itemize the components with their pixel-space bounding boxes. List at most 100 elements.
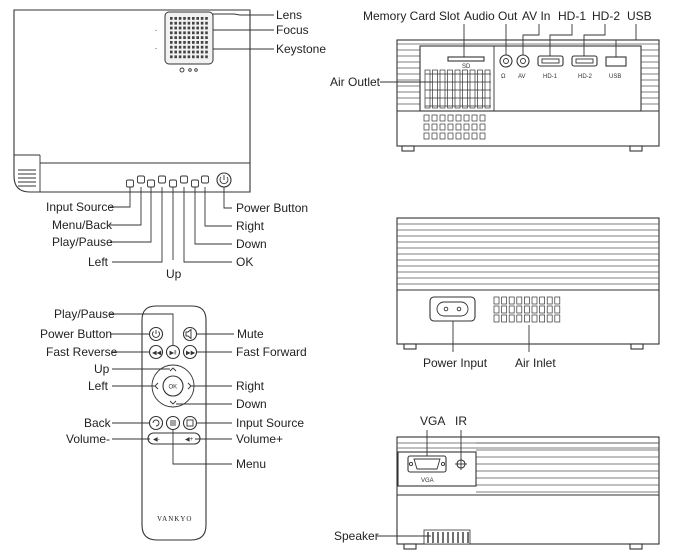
vga-port-text: VGA — [421, 478, 434, 484]
lens-grille-cell — [205, 41, 208, 44]
label-ir: IR — [455, 414, 467, 428]
label-air-outlet: Air Outlet — [330, 75, 381, 89]
remote-back-button[interactable] — [148, 415, 164, 431]
vent-slot — [455, 123, 462, 131]
keystone-marker: - — [155, 46, 157, 52]
av-port-text: AV — [518, 74, 526, 80]
remote-ok-button[interactable] — [162, 375, 184, 397]
lens-grille-cell — [205, 21, 208, 25]
vent-slot — [447, 114, 454, 122]
lens-grille-cell — [187, 31, 191, 35]
remote-volume-bar[interactable] — [147, 432, 201, 445]
audio-out-headphone-icon: Ω — [501, 74, 506, 80]
remote-mute-button[interactable] — [182, 326, 198, 342]
vent-slot — [455, 114, 462, 122]
air-outlet-grille — [424, 69, 491, 109]
lens-grille-cell — [196, 31, 199, 35]
label-menu-back: Menu/Back — [52, 218, 113, 232]
remote-input-source-button[interactable] — [182, 415, 198, 431]
lens-grille-cell — [205, 55, 208, 59]
usb-port-text: USB — [609, 74, 621, 80]
vent-slot — [439, 132, 446, 140]
lens-grille-cell — [196, 45, 199, 49]
lens-grille-cell — [196, 21, 199, 25]
lens-grille-cell — [170, 50, 173, 54]
vent-slot — [493, 305, 500, 314]
lens-grille-cell — [196, 36, 199, 39]
lens-grille-cell — [174, 50, 177, 54]
vent-slot — [546, 314, 553, 323]
label-remote-left: Left — [88, 379, 109, 393]
label-remote-fast-forward: Fast Forward — [236, 345, 307, 359]
lens-grille-cell — [187, 17, 191, 20]
remote-play-pause-button[interactable] — [165, 344, 181, 360]
vent-slot — [463, 114, 470, 122]
lens-grille-cell — [200, 31, 204, 35]
lens-grille-cell — [183, 17, 186, 20]
remote-down-button[interactable] — [169, 400, 177, 405]
lens-grille-cell — [187, 45, 191, 49]
side-cooling-fins — [397, 223, 659, 285]
front-view: VGA VGA IR Speaker — [334, 414, 660, 550]
remote-fast-forward-button[interactable] — [182, 344, 198, 360]
top-control-button — [180, 175, 188, 184]
lens-grille-cell — [170, 55, 173, 59]
lens-grille-cell — [192, 31, 195, 35]
label-power-button: Power Button — [236, 201, 308, 215]
top-control-button — [158, 175, 166, 184]
lens-grille-cell — [174, 21, 177, 25]
vent-slot — [484, 69, 491, 109]
top-view: - - Lens Focus Keystone Input Source Men… — [13, 8, 326, 281]
remote-brand: VANKYO — [157, 515, 192, 523]
label-memory-card-slot: Memory Card Slot — [363, 9, 460, 23]
lens-grille-cell — [170, 31, 173, 35]
lens-grille-cell — [200, 50, 204, 54]
vent-slot — [469, 69, 476, 109]
remote-fast-reverse-button[interactable] — [148, 344, 164, 360]
lens-grille-cell — [170, 45, 173, 49]
play-pause-icon: ▶‖ — [170, 351, 177, 357]
vent-slot — [546, 305, 553, 314]
side-view: Power Input Air Inlet — [396, 217, 660, 370]
label-remote-power-button: Power Button — [40, 327, 112, 341]
hd2-port-text: HD-2 — [578, 74, 593, 80]
lens-grille-cell — [178, 17, 182, 20]
air-inlet-grille — [493, 296, 561, 323]
remote-up-button[interactable] — [169, 367, 177, 372]
label-remote-down: Down — [236, 397, 267, 411]
vent-slot — [424, 69, 431, 109]
top-control-button — [169, 179, 177, 188]
lens-grille-cell — [183, 21, 186, 25]
label-play-pause: Play/Pause — [52, 235, 113, 249]
lens-grille-cell — [178, 36, 182, 39]
label-focus: Focus — [276, 23, 309, 37]
lens-grille-cell — [200, 26, 204, 30]
label-remote-back: Back — [84, 416, 112, 430]
speaker-grille — [423, 529, 471, 545]
audio-out-port — [499, 54, 513, 68]
lower-grille — [423, 114, 486, 140]
vent-slot — [423, 123, 430, 131]
top-control-button — [191, 179, 199, 188]
side-view-body — [396, 217, 660, 345]
vent-slot — [516, 296, 523, 305]
vent-slot — [423, 114, 430, 122]
vent-slot — [439, 123, 446, 131]
lens-grille-cell — [200, 36, 204, 39]
vent-slot — [554, 305, 561, 314]
vent-slot — [524, 305, 530, 314]
label-keystone: Keystone — [276, 42, 326, 56]
vent-slot — [539, 305, 545, 314]
lens-grille-cell — [178, 21, 182, 25]
vent-slot — [501, 314, 507, 323]
lens-grille-cell — [200, 17, 204, 20]
label-av-in: AV In — [522, 9, 550, 23]
fast-reverse-icon: ◀◀ — [152, 351, 162, 357]
label-remote-volume-plus: Volume+ — [236, 432, 283, 446]
vent-slot — [447, 123, 454, 131]
label-left: Left — [88, 255, 109, 269]
fast-forward-icon: ▶▶ — [186, 351, 196, 357]
lens-grille-cell — [192, 50, 195, 54]
label-remote-fast-reverse: Fast Reverse — [46, 345, 118, 359]
